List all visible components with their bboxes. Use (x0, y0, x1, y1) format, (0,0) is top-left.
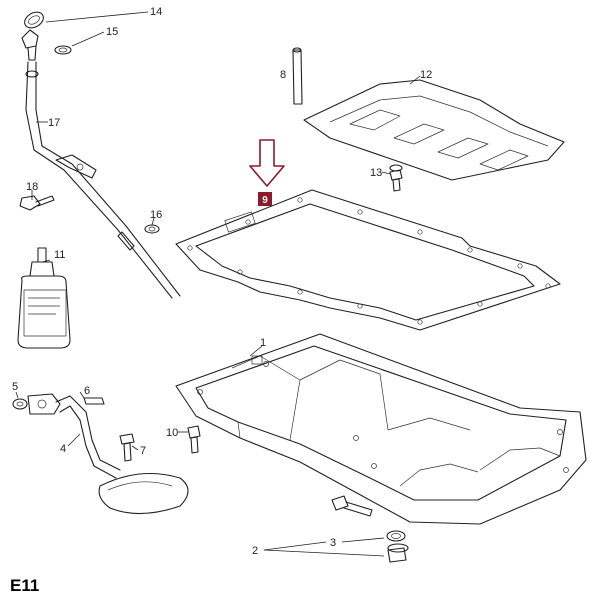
part-label-2: 2 (252, 545, 258, 557)
part-label-7: 7 (140, 445, 146, 457)
leader-lines (15, 11, 421, 557)
oil-pan-gasket (175, 189, 561, 331)
part-label-4: 4 (60, 443, 66, 455)
highlight-arrow (249, 139, 285, 187)
part-label-18: 18 (26, 181, 38, 193)
oil-pickup (12, 393, 201, 515)
part-label-8: 8 (280, 69, 286, 81)
part-label-6: 6 (84, 385, 90, 397)
tube-8 (292, 47, 303, 105)
figure-code: E11 (10, 576, 39, 595)
part-label-5: 5 (12, 381, 18, 393)
bolt-18 (19, 195, 55, 211)
oil-pan (175, 333, 587, 525)
drain-plug (386, 530, 409, 563)
part-label-17: 17 (48, 117, 60, 129)
part-label-15: 15 (106, 26, 118, 38)
bolt-pan (331, 495, 373, 517)
part-label-9: 9 (262, 195, 268, 206)
part-label-1: 1 (260, 337, 266, 349)
sealant-bottle (17, 247, 71, 349)
part-label-11: 11 (54, 249, 65, 261)
part-labels: 14 15 8 12 17 13 18 16 11 1 5 6 10 4 7 3… (12, 6, 432, 557)
part-label-14: 14 (150, 6, 162, 18)
part-label-16: 16 (150, 209, 162, 221)
part-label-3: 3 (330, 537, 336, 549)
part-badge-9[interactable]: 9 (258, 192, 272, 206)
part-label-10: 10 (166, 427, 178, 439)
part-label-13: 13 (370, 167, 382, 179)
baffle-plate (303, 79, 565, 181)
bolt-13 (389, 164, 403, 192)
part-label-12: 12 (420, 69, 432, 81)
